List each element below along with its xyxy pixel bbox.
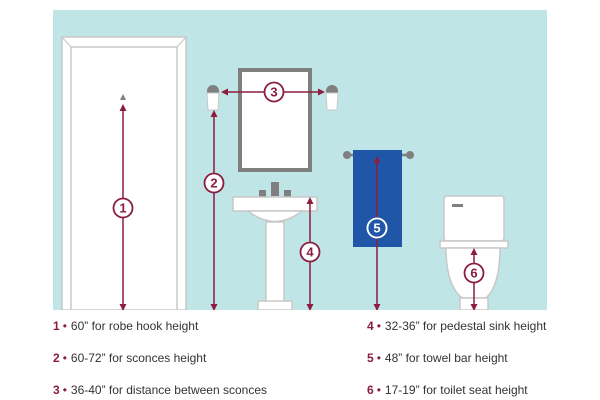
marker-3-label: 3 <box>270 85 277 100</box>
marker-1-label: 1 <box>119 201 126 216</box>
marker-2-label: 2 <box>210 176 217 191</box>
legend-number: 2 <box>53 351 60 365</box>
pedestal-sink <box>232 182 318 310</box>
legend-item-5: 5•48” for towel bar height <box>367 351 508 365</box>
robe-hook-icon <box>120 94 126 100</box>
legend-number: 5 <box>367 351 374 365</box>
marker-6-label: 6 <box>470 266 477 281</box>
marker-4-label: 4 <box>306 245 314 260</box>
bathroom-diagram: 1 2 3 4 5 6 <box>53 10 547 310</box>
legend-text: 60-72” for sconces height <box>70 351 207 365</box>
legend-text: 36-40” for distance between sconces <box>70 383 268 397</box>
legend-item-2: 2•60-72” for sconces height <box>53 351 206 365</box>
legend-number: 3 <box>53 383 60 397</box>
marker-5: 5 <box>366 217 388 239</box>
legend-item-3: 3•36-40” for distance between sconces <box>53 383 267 397</box>
right-sconce-icon <box>325 85 339 111</box>
marker-5-label: 5 <box>373 221 380 236</box>
legend-bullet: • <box>376 319 381 333</box>
legend-number: 4 <box>367 319 374 333</box>
legend-number: 1 <box>53 319 60 333</box>
legend-text: 48” for towel bar height <box>384 351 508 365</box>
door <box>61 36 187 310</box>
marker-6: 6 <box>463 262 485 284</box>
legend-item-1: 1•60” for robe hook height <box>53 319 198 333</box>
marker-4: 4 <box>299 241 321 263</box>
legend-bullet: • <box>62 319 67 333</box>
marker-2: 2 <box>203 172 225 194</box>
legend-number: 6 <box>367 383 374 397</box>
legend-bullet: • <box>62 383 67 397</box>
legend-bullet: • <box>62 351 67 365</box>
legend-text: 32-36” for pedestal sink height <box>384 319 547 333</box>
marker-3: 3 <box>263 81 285 103</box>
legend-item-6: 6•17-19” for toilet seat height <box>367 383 528 397</box>
left-sconce-icon <box>206 85 220 111</box>
legend-text: 60” for robe hook height <box>70 319 199 333</box>
legend-bullet: • <box>376 351 381 365</box>
legend-item-4: 4•32-36” for pedestal sink height <box>367 319 546 333</box>
marker-1: 1 <box>112 197 134 219</box>
legend-bullet: • <box>376 383 381 397</box>
legend-text: 17-19” for toilet seat height <box>384 383 528 397</box>
